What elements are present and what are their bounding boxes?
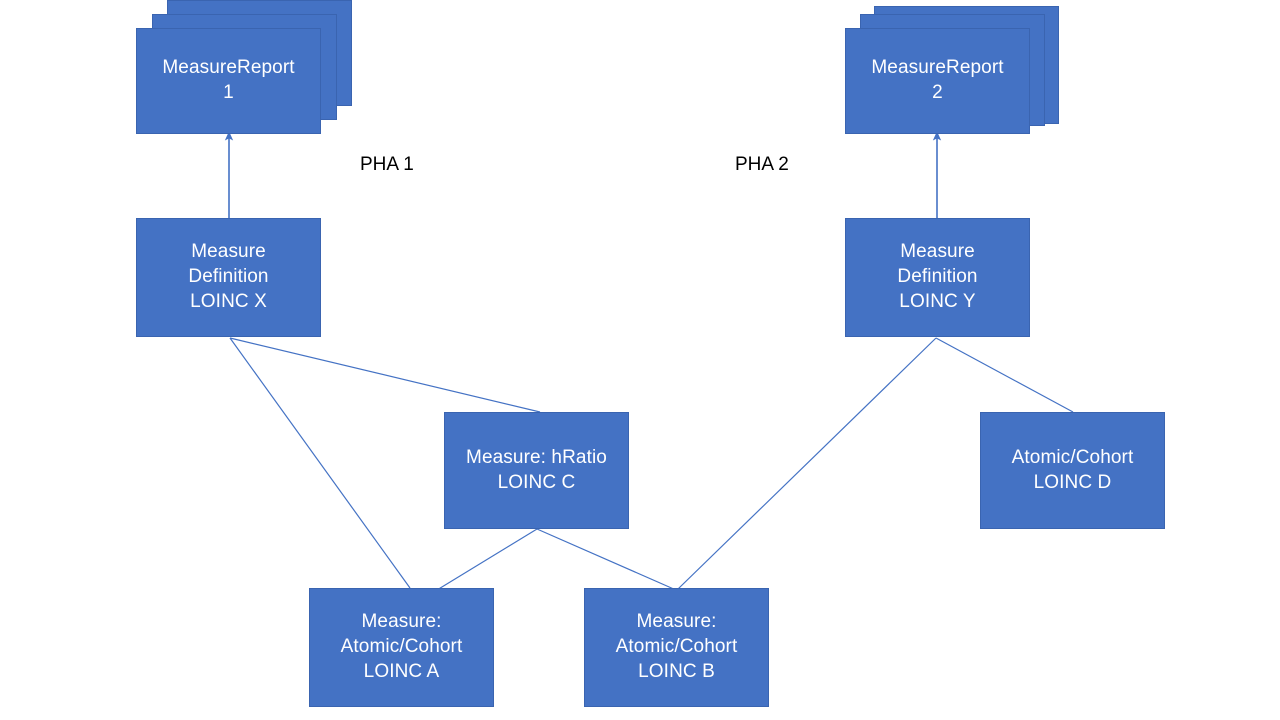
node-measure-hratio-loinc-c[interactable]: Measure: hRatio LOINC C [444, 412, 629, 529]
node-measure-definition-y[interactable]: Measure Definition LOINC Y [845, 218, 1030, 337]
connector-edge-md-x-to-hratio-c [229, 337, 541, 413]
connector-edge-md-y-to-loinc-d [935, 337, 1074, 413]
connector-edge-hratio-c-to-loinc-a [436, 528, 538, 591]
node-measure-atomic-cohort-loinc-b[interactable]: Measure: Atomic/Cohort LOINC B [584, 588, 769, 707]
node-measure-atomic-cohort-loinc-a[interactable]: Measure: Atomic/Cohort LOINC A [309, 588, 494, 707]
node-measure-definition-x[interactable]: Measure Definition LOINC X [136, 218, 321, 337]
measurereport-1-front[interactable]: MeasureReport 1 [136, 28, 321, 134]
measurereport-2-front[interactable]: MeasureReport 2 [845, 28, 1030, 134]
connector-edge-md-x-to-loinc-a [229, 337, 411, 589]
connector-lines [224, 131, 1074, 591]
connector-edge-hratio-c-to-loinc-b [536, 528, 677, 591]
group-label-pha-1: PHA 1 [360, 154, 414, 175]
group-label-pha-2: PHA 2 [735, 154, 789, 175]
node-atomic-cohort-loinc-d[interactable]: Atomic/Cohort LOINC D [980, 412, 1165, 529]
connector-edge-md-y-to-loinc-b [677, 337, 937, 590]
